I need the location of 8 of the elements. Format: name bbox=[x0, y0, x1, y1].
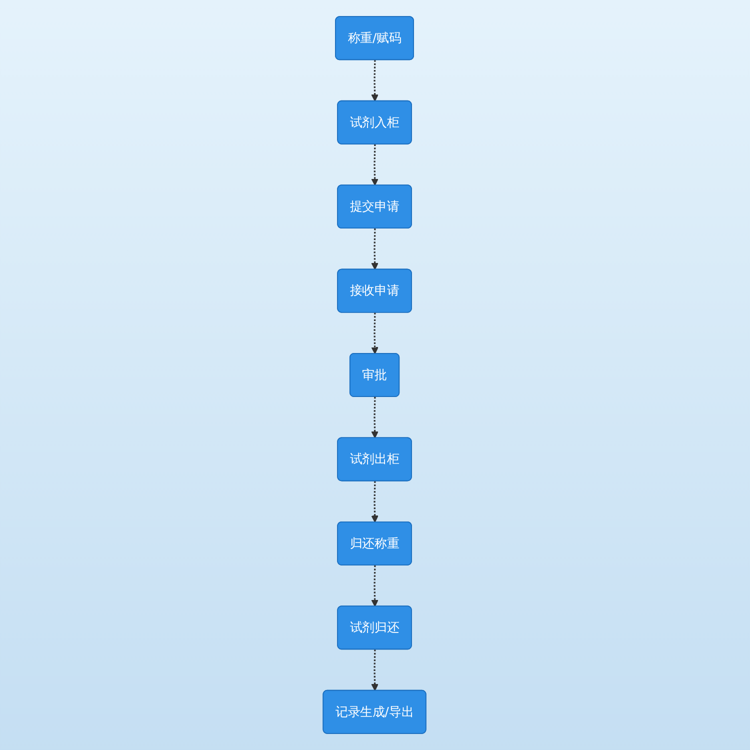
arrow bbox=[372, 144, 379, 186]
arrow bbox=[372, 481, 379, 523]
arrow bbox=[372, 228, 379, 270]
arrow bbox=[372, 650, 379, 692]
arrow bbox=[372, 565, 379, 607]
arrow bbox=[372, 312, 379, 354]
arrow bbox=[372, 396, 379, 438]
arrow bbox=[372, 60, 379, 102]
